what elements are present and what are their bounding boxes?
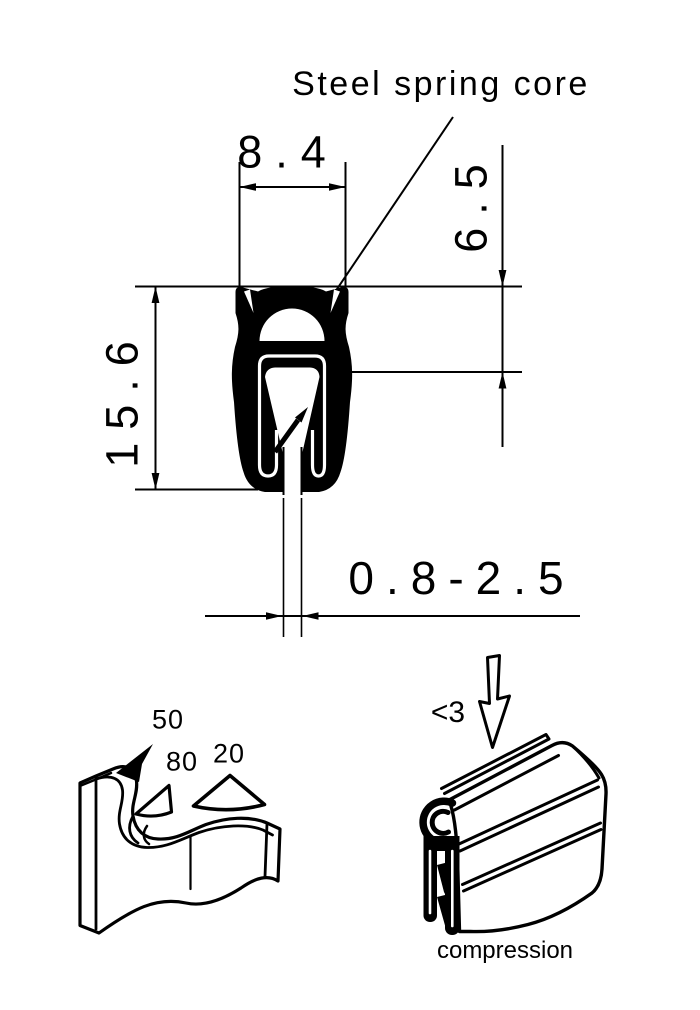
ear-notch-left xyxy=(244,289,254,313)
ear-notch-right xyxy=(330,289,340,313)
seal-ridge-line-5 xyxy=(462,828,603,893)
seal-ridge-line-2 xyxy=(457,778,599,846)
flange-fold-curve-2 xyxy=(142,824,151,846)
bend-value-50: 50 xyxy=(151,704,185,735)
bend-arrow-80 xyxy=(134,783,174,818)
seal-front-tongue-2 xyxy=(437,893,453,929)
seal-end-arc xyxy=(571,744,601,780)
bend-value-80: 80 xyxy=(165,746,199,777)
arrow-bulb-bottom xyxy=(498,372,507,389)
seal-front-bulb-outer xyxy=(419,797,458,847)
grip-tongue-shaft xyxy=(272,418,301,454)
compression-caption: compression xyxy=(436,937,574,964)
dimension-top-width: 8.4 xyxy=(237,126,339,178)
profile-cross-section xyxy=(231,285,353,498)
bulb-chamber xyxy=(259,308,325,341)
compression-force-label: <3 xyxy=(430,696,466,729)
flange-outline xyxy=(78,765,282,935)
dimension-overall-height: 15.6 xyxy=(96,328,148,468)
arrow-height-top xyxy=(151,286,160,303)
flange-front-top-edge xyxy=(94,775,274,849)
dimension-grip-range: 0.8-2.5 xyxy=(348,552,576,604)
dimension-bulb-height: 6.5 xyxy=(445,151,497,253)
grip-tongue-arrowhead xyxy=(295,407,308,423)
seal-ridge-line-4 xyxy=(461,821,602,886)
channel-cavity xyxy=(265,367,320,498)
bend-arrow-20 xyxy=(191,773,267,812)
arrow-width-right xyxy=(329,183,346,191)
seal-top-fin-line-1 xyxy=(440,733,551,795)
bend-arrow-50 xyxy=(116,744,153,782)
arrow-width-left xyxy=(239,183,256,191)
arrow-grip-left xyxy=(266,612,282,620)
arrow-grip-right xyxy=(302,612,319,620)
arrow-height-bottom xyxy=(151,473,160,490)
steel-spring-core-label: Steel spring core xyxy=(292,65,590,103)
dimension-arrowheads xyxy=(151,183,507,620)
bend-value-20: 20 xyxy=(212,738,246,769)
flange-3d-sketch xyxy=(78,744,282,935)
arrow-bulb-top xyxy=(498,270,507,287)
flange-end-edge xyxy=(263,822,269,878)
seal-front-cavity xyxy=(437,852,445,928)
flange-fold-curve-1 xyxy=(128,814,140,845)
seal-front-tongue-1 xyxy=(437,861,453,894)
seal-ridge-line-3 xyxy=(458,785,600,853)
seal-front-bulb-inner xyxy=(429,808,451,836)
seal-ridge-line-1 xyxy=(453,754,560,812)
seal-3d-view xyxy=(419,654,608,935)
steel-core-line xyxy=(257,354,327,478)
compression-arrow xyxy=(478,654,511,749)
